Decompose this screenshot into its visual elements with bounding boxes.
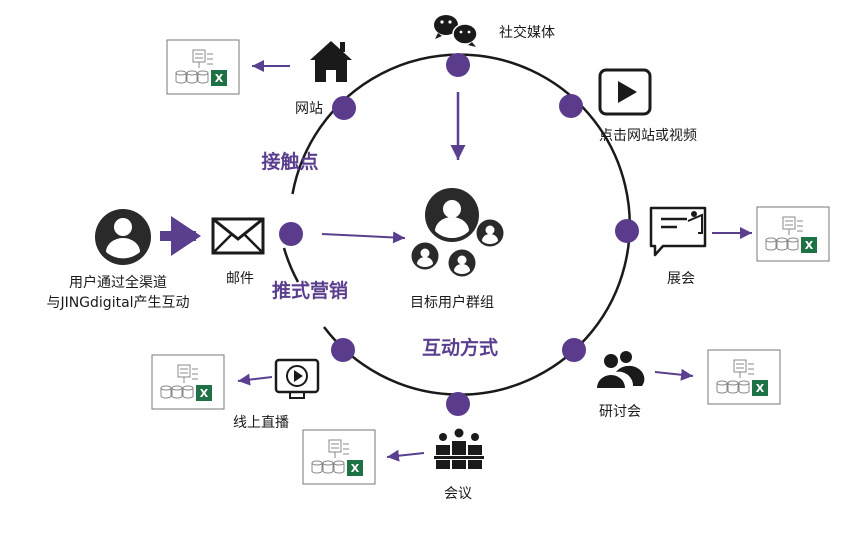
arrow-meeting-to-data	[386, 449, 425, 462]
ring-arc-left	[282, 247, 300, 283]
arrow-seminar-to-data	[654, 368, 694, 381]
data-excel-icon-website	[166, 39, 240, 95]
house-icon	[310, 41, 352, 82]
label-seminar: 研讨会	[599, 404, 641, 420]
people-icon	[597, 351, 645, 388]
label-user-line2: 与JINGdigital产生互动	[46, 295, 189, 311]
dot-seminar[interactable]	[562, 338, 586, 362]
dot-meeting[interactable]	[446, 392, 470, 416]
arrow-livestream-to-data	[237, 373, 273, 386]
user-icon	[95, 209, 151, 265]
dot-website[interactable]	[332, 96, 356, 120]
label-email: 邮件	[226, 271, 254, 287]
dot-social[interactable]	[446, 53, 470, 77]
dot-email[interactable]	[279, 222, 303, 246]
label-user-line1: 用户通过全渠道	[69, 274, 167, 291]
data-excel-icon-meeting	[302, 429, 376, 485]
ring-dots	[279, 53, 639, 416]
section-touchpoints: 接触点	[261, 150, 318, 173]
wechat-icon	[434, 15, 478, 47]
dot-video[interactable]	[559, 94, 583, 118]
live-stream-icon	[274, 358, 320, 399]
ring-arc-main	[291, 53, 631, 396]
label-social: 社交媒体	[499, 24, 555, 41]
arrow-email-to-center	[321, 231, 406, 244]
data-excel-icon-exhibition	[756, 206, 830, 262]
dot-exhibition[interactable]	[615, 219, 639, 243]
label-website: 网站	[295, 101, 323, 117]
envelope-icon	[211, 217, 265, 255]
section-interaction: 互动方式	[422, 336, 498, 359]
data-excel-icon-livestream	[151, 354, 225, 410]
label-meeting: 会议	[444, 486, 472, 502]
label-exhibition: 展会	[667, 271, 695, 287]
label-livestream: 线上直播	[233, 414, 289, 431]
section-push-marketing: 推式营销	[272, 279, 348, 302]
label-video: 点击网站或视频	[599, 128, 697, 144]
data-excel-icon-seminar	[707, 349, 781, 405]
play-video-icon	[598, 68, 652, 116]
user-group-icon	[410, 188, 505, 278]
label-center: 目标用户群组	[410, 294, 494, 311]
exhibition-board-icon	[649, 206, 707, 257]
meeting-icon	[432, 428, 486, 469]
dot-livestream[interactable]	[331, 338, 355, 362]
